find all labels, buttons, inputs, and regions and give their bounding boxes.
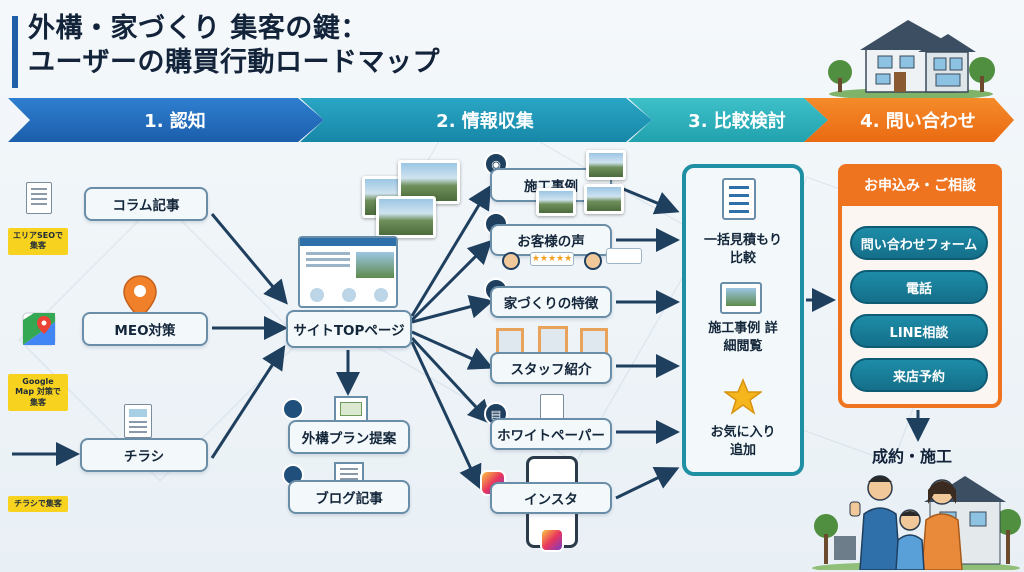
contact-header: お申込み・ご相談 xyxy=(838,164,1002,206)
exterior-plan-node: 外構プラン提案 xyxy=(288,420,410,454)
stage-label: 3. 比較検討 xyxy=(688,111,786,132)
plan-icon xyxy=(282,398,304,420)
title-line-2: ユーザーの購買行動ロードマップ xyxy=(28,46,440,78)
seo-tag: エリアSEOで 集客 xyxy=(8,228,68,255)
stage-inquiry: 4. 問い合わせ xyxy=(804,98,1014,142)
star-icon xyxy=(724,378,762,415)
line-consult-button[interactable]: LINE相談 xyxy=(850,314,988,348)
flyer-node: チラシ xyxy=(80,438,208,472)
staff-node: スタッフ紹介 xyxy=(490,352,612,384)
rating-stars: ★★★★★ xyxy=(530,252,574,266)
case-photo xyxy=(586,150,626,180)
instagram-icon xyxy=(540,528,564,552)
meo-node: MEO対策 xyxy=(82,312,208,346)
flyer-icon xyxy=(124,404,152,438)
page-title: 外構・家づくり 集客の鍵： ユーザーの購買行動ロードマップ xyxy=(28,12,440,80)
google-maps-icon xyxy=(22,312,56,346)
case-detail-icon xyxy=(720,282,762,314)
google-map-tag: Google Map 対策で集客 xyxy=(8,374,68,412)
checklist-icon xyxy=(722,178,756,220)
phone-button[interactable]: 電話 xyxy=(850,270,988,304)
document-icon xyxy=(26,182,52,214)
stage-info-gathering: 2. 情報収集 xyxy=(300,98,652,142)
column-article-node: コラム記事 xyxy=(84,187,208,221)
website-mockup xyxy=(298,236,398,308)
house-illustration xyxy=(828,20,995,98)
stage-label: 4. 問い合わせ xyxy=(860,111,976,132)
avatar xyxy=(502,252,520,270)
bulk-quote-label: 一括見積もり 比較 xyxy=(704,233,783,266)
title-accent-bar xyxy=(12,16,18,88)
stage-label: 1. 認知 xyxy=(144,111,206,132)
result-label: 成約・施工 xyxy=(872,447,953,466)
family-illustration xyxy=(812,475,1021,570)
inquiry-form-button[interactable]: 問い合わせフォーム xyxy=(850,226,988,260)
favorite-label: お気に入り 追加 xyxy=(710,425,776,458)
title-line-1: 外構・家づくり 集客の鍵： xyxy=(28,13,368,44)
stage-label: 2. 情報収集 xyxy=(436,111,534,132)
whitepaper-node: ホワイトペーパー xyxy=(490,418,612,450)
flyer-tag: チラシで集客 xyxy=(8,496,68,513)
speech-bubble xyxy=(606,248,642,264)
features-node: 家づくりの特徴 xyxy=(490,286,612,318)
instagram-node: インスタ xyxy=(490,482,612,514)
blog-node: ブログ記事 xyxy=(288,480,410,514)
visit-reservation-button[interactable]: 来店予約 xyxy=(850,358,988,392)
avatar xyxy=(584,252,602,270)
stage-awareness: 1. 認知 xyxy=(8,98,324,142)
exterior-photo xyxy=(376,196,436,238)
case-photo xyxy=(536,188,576,216)
site-top-node: サイトTOPページ xyxy=(286,310,412,348)
case-photo xyxy=(584,184,624,214)
plan-drawing-icon xyxy=(334,396,368,422)
case-detail-label: 施工事例 詳細閲覧 xyxy=(708,321,778,354)
stage-comparison: 3. 比較検討 xyxy=(628,98,828,142)
customer-voice-node: お客様の声 xyxy=(490,224,612,256)
